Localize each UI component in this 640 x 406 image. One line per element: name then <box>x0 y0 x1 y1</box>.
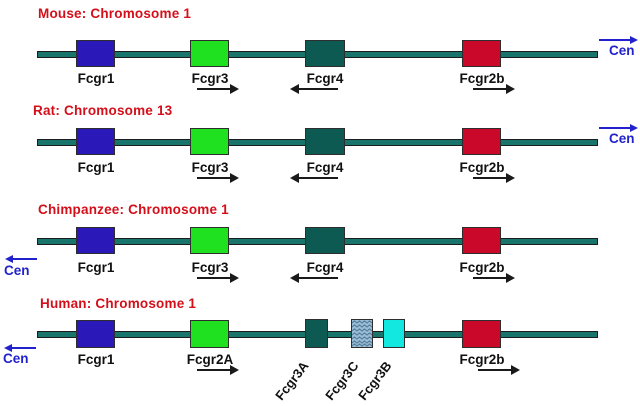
gene-label-fcgr1: Fcgr1 <box>77 352 115 367</box>
transcription-arrow-right-icon <box>197 273 239 283</box>
gene-box-fcgr2b <box>462 40 501 67</box>
transcription-arrow-right-icon <box>473 84 515 94</box>
transcription-arrow-right-icon <box>473 273 515 283</box>
row-title-human: Human: Chromosome 1 <box>40 296 197 311</box>
gene-label-fcgr3b: Fcgr3B <box>355 358 395 403</box>
gene-box-fcgr4 <box>305 227 345 254</box>
gene-label-fcgr2a: Fcgr2A <box>186 352 234 367</box>
centromere-arrow-icon <box>4 344 36 352</box>
centromere-label: Cen <box>4 263 30 278</box>
wave-pattern-icon <box>352 320 372 347</box>
centromere-arrow-icon <box>599 124 638 132</box>
row-title-rat: Rat: Chromosome 13 <box>33 103 173 118</box>
gene-box-fcgr1 <box>76 40 115 67</box>
gene-box-fcgr2b <box>462 227 501 254</box>
transcription-arrow-right-icon <box>197 84 239 94</box>
gene-box-fcgr1 <box>76 227 115 254</box>
gene-box-fcgr1 <box>76 128 115 155</box>
centromere-label: Cen <box>609 43 635 58</box>
gene-box-fcgr1 <box>76 320 115 348</box>
centromere-arrow-icon <box>5 255 37 263</box>
transcription-arrow-left-icon <box>290 173 338 183</box>
gene-box-fcgr2b <box>462 320 501 348</box>
transcription-arrow-right-icon <box>478 365 520 375</box>
gene-label-fcgr1: Fcgr1 <box>77 71 115 86</box>
gene-box-fcgr3c <box>351 319 373 348</box>
gene-box-fcgr3b <box>383 319 405 348</box>
gene-box-fcgr2a <box>190 320 229 348</box>
transcription-arrow-left-icon <box>290 84 338 94</box>
transcription-arrow-right-icon <box>197 365 239 375</box>
row-title-mouse: Mouse: Chromosome 1 <box>38 6 192 21</box>
row-title-chimpanzee: Chimpanzee: Chromosome 1 <box>38 202 229 217</box>
transcription-arrow-left-icon <box>290 273 338 283</box>
gene-box-fcgr3 <box>190 227 229 254</box>
gene-box-fcgr4 <box>305 40 345 67</box>
transcription-arrow-right-icon <box>197 173 239 183</box>
gene-box-fcgr4 <box>305 128 345 155</box>
gene-label-fcgr1: Fcgr1 <box>77 160 115 175</box>
gene-label-fcgr3c: Fcgr3C <box>322 358 362 403</box>
gene-label-fcgr2b: Fcgr2b <box>459 160 505 175</box>
centromere-label: Cen <box>609 131 635 146</box>
gene-box-fcgr3 <box>190 40 229 67</box>
gene-box-fcgr3a <box>305 319 328 348</box>
gene-box-fcgr2b <box>462 128 501 155</box>
gene-label-fcgr4: Fcgr4 <box>306 160 344 175</box>
gene-label-fcgr2b: Fcgr2b <box>459 260 505 275</box>
gene-label-fcgr1: Fcgr1 <box>77 260 115 275</box>
transcription-arrow-right-icon <box>473 173 515 183</box>
gene-label-fcgr3: Fcgr3 <box>191 260 229 275</box>
gene-label-fcgr4: Fcgr4 <box>306 71 344 86</box>
gene-label-fcgr3: Fcgr3 <box>191 71 229 86</box>
gene-label-fcgr3: Fcgr3 <box>191 160 229 175</box>
centromere-label: Cen <box>3 351 29 366</box>
gene-label-fcgr4: Fcgr4 <box>306 260 344 275</box>
gene-label-fcgr2b: Fcgr2b <box>459 71 505 86</box>
centromere-arrow-icon <box>599 36 638 44</box>
gene-box-fcgr3 <box>190 128 229 155</box>
gene-label-fcgr2b: Fcgr2b <box>459 352 505 367</box>
gene-label-fcgr3a: Fcgr3A <box>272 358 312 403</box>
